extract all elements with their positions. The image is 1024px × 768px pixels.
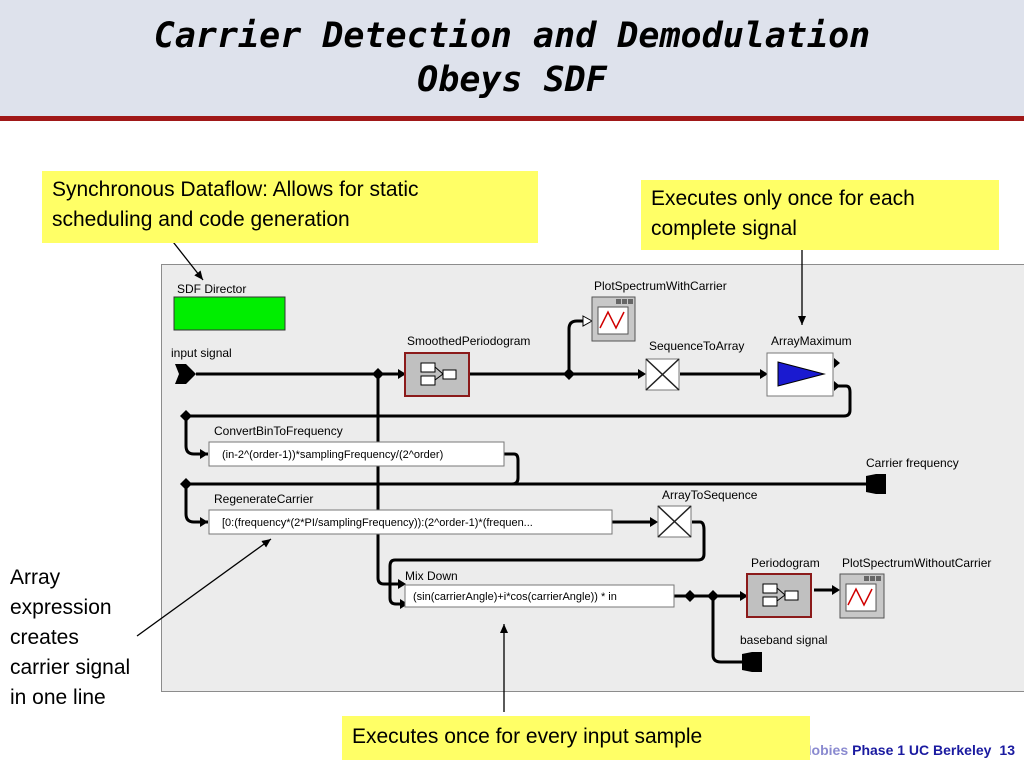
sdf-director-label: SDF Director — [177, 282, 246, 296]
periodogram-label: Periodogram — [751, 556, 820, 570]
wires — [184, 319, 866, 664]
plot-with-carrier-actor[interactable] — [591, 296, 636, 342]
mix-down-actor[interactable] — [404, 584, 675, 608]
plot-input-arrow — [582, 315, 594, 327]
baseband-signal-label: baseband signal — [740, 633, 827, 647]
page-number: 13 — [999, 742, 1015, 758]
array-to-sequence-label: ArrayToSequence — [662, 488, 758, 502]
array-expression-note: Array expression creates carrier signal … — [10, 563, 160, 713]
sequence-to-array-actor[interactable] — [645, 358, 680, 391]
once-callout-line-2: complete signal — [651, 217, 797, 240]
array-note-line: creates — [10, 626, 79, 649]
footer-project: Mobies — [799, 742, 849, 758]
plot-without-carrier-actor[interactable] — [839, 573, 885, 619]
regenerate-carrier-label: RegenerateCarrier — [214, 492, 313, 506]
slide-header — [0, 0, 1024, 118]
convert-bin-actor[interactable] — [208, 441, 505, 467]
sequence-to-array-label: SequenceToArray — [649, 339, 744, 353]
array-to-sequence-actor[interactable] — [657, 505, 692, 538]
title-line-2: Obeys SDF — [417, 60, 607, 100]
title-line-1: Carrier Detection and Demodulation — [153, 16, 871, 56]
mix-down-expression: (sin(carrierAngle)+i*cos(carrierAngle)) … — [413, 591, 617, 603]
sdf-director[interactable] — [173, 296, 286, 331]
every-sample-callout: Executes once for every input sample — [342, 716, 810, 760]
periodogram-actor[interactable] — [746, 573, 812, 618]
sdf-callout-line-2: scheduling and code generation — [52, 208, 350, 231]
array-note-line: expression — [10, 596, 112, 619]
plot-without-carrier-label: PlotSpectrumWithoutCarrier — [842, 556, 991, 570]
plot-with-carrier-label: PlotSpectrumWithCarrier — [594, 279, 727, 293]
once-callout-line-1: Executes only once for each — [651, 187, 915, 210]
slide-title: Carrier Detection and Demodulation Obeys… — [0, 14, 1024, 102]
regenerate-carrier-expression: [0:(frequency*(2*PI/samplingFrequency)):… — [222, 517, 533, 529]
every-sample-text: Executes once for every input sample — [352, 725, 703, 748]
relations — [180, 368, 719, 602]
once-callout: Executes only once for each complete sig… — [641, 180, 999, 250]
mix-down-label: Mix Down — [405, 569, 458, 583]
input-signal-label: input signal — [171, 346, 232, 360]
plot-wave-icon — [847, 587, 873, 607]
sdf-callout: Synchronous Dataflow: Allows for static … — [42, 171, 538, 243]
wire-arrows — [200, 369, 840, 609]
composite-actor-icon — [420, 362, 457, 386]
smoothed-periodogram-actor[interactable] — [404, 352, 470, 397]
array-note-line: carrier signal — [10, 656, 131, 679]
array-note-line: in one line — [10, 686, 106, 709]
triangle-icon — [777, 361, 826, 387]
array-maximum-actor[interactable] — [766, 352, 840, 397]
array-note-line: Array — [10, 566, 61, 589]
composite-actor-icon — [762, 583, 799, 607]
baseband-port-icon[interactable] — [742, 652, 762, 672]
sdf-callout-line-1: Synchronous Dataflow: Allows for static — [52, 178, 419, 201]
input-port-icon[interactable] — [175, 364, 196, 384]
regenerate-carrier-actor[interactable] — [208, 509, 613, 535]
smoothed-periodogram-label: SmoothedPeriodogram — [407, 334, 530, 348]
plot-wave-icon — [599, 310, 625, 330]
array-maximum-label: ArrayMaximum — [771, 334, 852, 348]
carrier-frequency-port-icon[interactable] — [866, 474, 886, 494]
callout-pointers — [136, 237, 806, 712]
carrier-frequency-label: Carrier frequency — [866, 456, 959, 470]
convert-bin-expression: (in-2^(order-1))*samplingFrequency/(2^or… — [222, 449, 443, 461]
convert-bin-label: ConvertBinToFrequency — [214, 424, 343, 438]
title-divider — [0, 116, 1024, 121]
footer-institution: Phase 1 UC Berkeley — [852, 742, 992, 758]
